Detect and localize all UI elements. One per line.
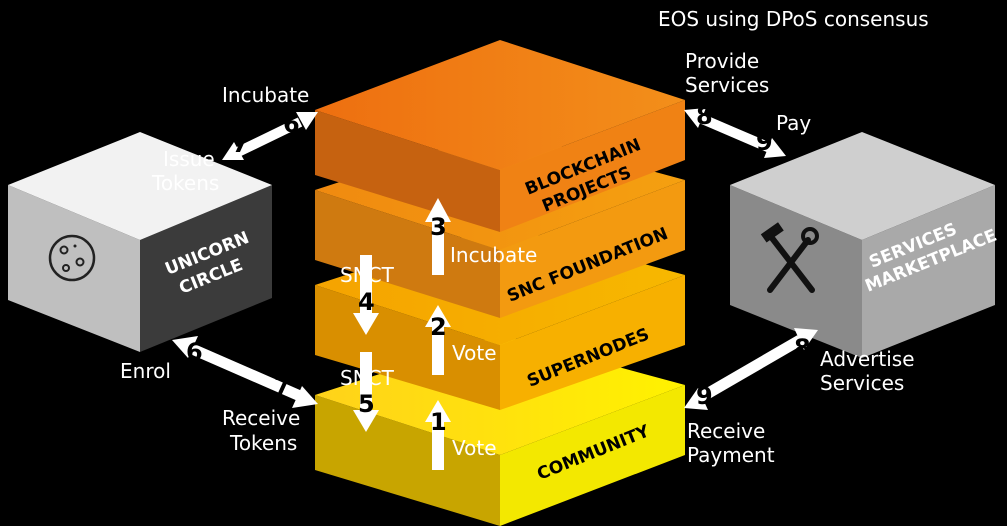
svg-text:1: 1 bbox=[430, 408, 447, 436]
svg-text:2: 2 bbox=[430, 313, 447, 341]
step-5-label: SNCT bbox=[340, 366, 395, 390]
step-9-bot-label-2: Payment bbox=[687, 443, 775, 467]
svg-text:9: 9 bbox=[696, 382, 713, 410]
svg-text:6: 6 bbox=[186, 338, 203, 366]
svg-text:6: 6 bbox=[283, 110, 300, 138]
svg-text:8: 8 bbox=[696, 102, 713, 130]
step-7-top-label-1: Issue bbox=[163, 147, 215, 171]
arrow-step-1: 1 Vote bbox=[425, 400, 497, 470]
svg-text:4: 4 bbox=[358, 288, 375, 316]
step-8-top-label-1: Provide bbox=[685, 49, 759, 73]
step-2-label: Vote bbox=[452, 341, 497, 365]
step-9-top-label: Pay bbox=[776, 111, 811, 135]
cookie-circle-icon bbox=[48, 234, 96, 282]
header-caption: EOS using DPoS consensus bbox=[658, 7, 929, 31]
unicorn-circle-cube: UNICORN CIRCLE bbox=[8, 132, 272, 352]
svg-text:3: 3 bbox=[430, 213, 447, 241]
arrow-step-5: SNCT 5 bbox=[340, 352, 395, 432]
step-8-bot-label-2: Services bbox=[820, 371, 904, 395]
arrow-step-3: 3 Incubate bbox=[425, 198, 537, 275]
services-marketplace-cube: SERVICES MARKETPLACE bbox=[730, 132, 1000, 358]
arrow-step-4: SNCT 4 bbox=[340, 255, 395, 335]
svg-text:7: 7 bbox=[274, 372, 291, 400]
svg-text:7: 7 bbox=[232, 130, 249, 158]
arrow-provide-pay: 8 9 Provide Services Pay bbox=[684, 49, 811, 158]
layer-blockchain-projects: BLOCKCHAIN PROJECTS bbox=[315, 40, 685, 232]
step-9-bot-label-1: Receive bbox=[687, 419, 765, 443]
step-8-bot-label-1: Advertise bbox=[820, 347, 915, 371]
svg-text:9: 9 bbox=[756, 128, 773, 156]
step-7-top-label-2: Tokens bbox=[151, 171, 219, 195]
step-7-bot-label-1: Receive bbox=[222, 406, 300, 430]
svg-text:5: 5 bbox=[358, 390, 375, 418]
step-6-bot-label: Enrol bbox=[120, 359, 171, 383]
step-6-top-label: Incubate bbox=[222, 83, 309, 107]
svg-text:8: 8 bbox=[794, 334, 811, 362]
arrow-incubate-tokens: 6 7 Incubate Issue Tokens bbox=[151, 83, 318, 195]
step-7-bot-label-2: Tokens bbox=[229, 431, 297, 455]
step-1-label: Vote bbox=[452, 436, 497, 460]
step-3-label: Incubate bbox=[450, 243, 537, 267]
arrow-advertise-payment: 9 8 Advertise Services Receive Payment bbox=[684, 328, 915, 467]
arrow-enrol-receive: 6 7 Enrol Receive Tokens bbox=[120, 336, 318, 455]
arrow-step-2: 2 Vote bbox=[425, 305, 497, 375]
hammer-wrench-icon bbox=[760, 222, 819, 293]
step-8-top-label-2: Services bbox=[685, 73, 769, 97]
step-4-label: SNCT bbox=[340, 263, 395, 287]
